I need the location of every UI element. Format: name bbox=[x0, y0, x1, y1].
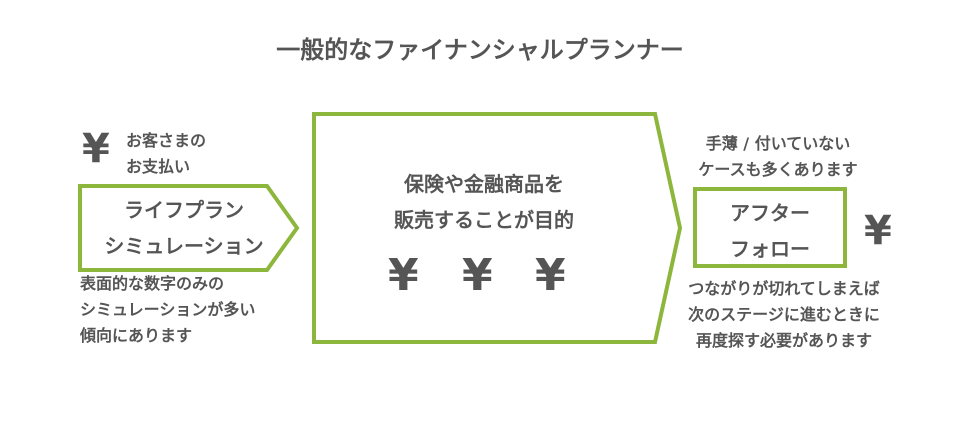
life-plan-arrow-shape bbox=[78, 184, 300, 272]
after-follow-box-shape bbox=[693, 187, 847, 268]
yen-icon: ¥ bbox=[864, 208, 892, 254]
sales-arrow-shape bbox=[312, 112, 683, 344]
after-follow-label: アフター フォロー bbox=[697, 195, 843, 267]
life-plan-note: 表面的な数字のみの シミュレーションが多い 傾向にあります bbox=[80, 271, 255, 349]
yen-icon: ¥ bbox=[462, 250, 493, 301]
label-line: ライフプラン bbox=[124, 198, 244, 222]
label-line: 販売することが目的 bbox=[394, 208, 574, 232]
note-line: ケースも多くあります bbox=[698, 160, 858, 179]
note-line: つながりが切れてしまえば bbox=[688, 279, 880, 298]
label-line: アフター bbox=[730, 201, 810, 225]
note-line: 次のステージに進むときに bbox=[688, 305, 880, 324]
after-follow-top-note: 手薄 / 付いていない ケースも多くあります bbox=[678, 131, 878, 183]
payment-note-line: お客さまの bbox=[126, 131, 207, 150]
payment-note-line: お支払い bbox=[126, 157, 191, 176]
label-line: シミュレーション bbox=[104, 234, 264, 258]
yen-icon: ¥ bbox=[82, 126, 110, 172]
note-line: 傾向にあります bbox=[80, 326, 193, 345]
note-line: 手薄 / 付いていない bbox=[705, 134, 851, 153]
life-plan-simulation-label: ライフプラン シミュレーション bbox=[84, 192, 284, 264]
payment-note: お客さまの お支払い bbox=[126, 128, 206, 180]
yen-icon: ¥ bbox=[535, 250, 566, 301]
label-line: フォロー bbox=[730, 237, 810, 261]
note-line: 再度探す必要があります bbox=[695, 331, 872, 350]
after-follow-bottom-note: つながりが切れてしまえば 次のステージに進むときに 再度探す必要があります bbox=[672, 276, 896, 354]
diagram-title: 一般的なファイナンシャルプランナー bbox=[276, 36, 684, 64]
note-line: シミュレーションが多い bbox=[80, 300, 256, 319]
note-line: 表面的な数字のみの bbox=[80, 274, 225, 293]
yen-icon: ¥ bbox=[388, 250, 419, 301]
label-line: 保険や金融商品を bbox=[404, 172, 564, 196]
sales-purpose-label: 保険や金融商品を 販売することが目的 bbox=[314, 166, 654, 238]
